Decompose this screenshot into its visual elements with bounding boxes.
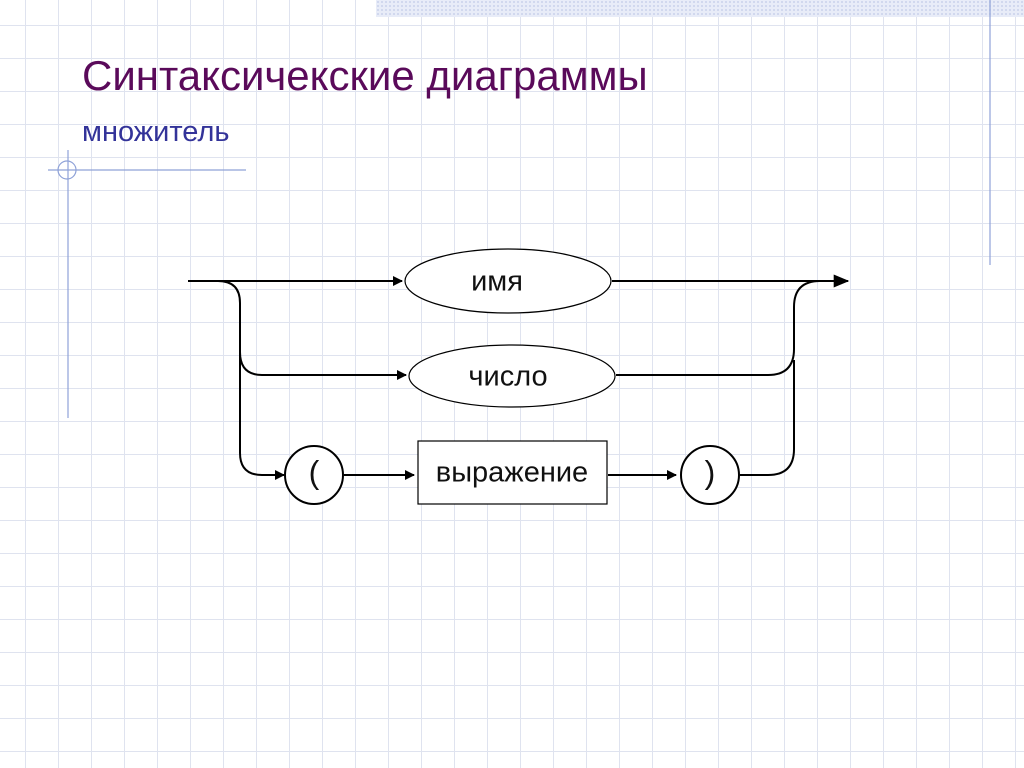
edge-paren-to-end: [740, 360, 795, 476]
node-close-paren: ): [680, 445, 740, 505]
node-open-paren: (: [284, 445, 344, 505]
edge-number-to-end: [616, 280, 821, 376]
node-number-label: число: [468, 361, 547, 393]
node-number: число: [408, 344, 616, 408]
slide-title: Синтаксичекские диаграммы: [82, 52, 648, 99]
node-close-paren-label: ): [705, 454, 716, 490]
top-decorative-band: [376, 0, 1024, 17]
node-name: имя: [404, 248, 612, 314]
node-open-paren-label: (: [309, 454, 320, 490]
diagram-connectors: [188, 274, 850, 480]
node-expression: выражение: [417, 440, 608, 505]
decorative-rules: [48, 0, 991, 418]
node-name-label: имя: [471, 266, 523, 298]
slide-subtitle: множитель: [82, 116, 230, 148]
edge-start-branch: [217, 280, 285, 480]
node-expression-label: выражение: [436, 457, 588, 489]
edge-start-to-number: [239, 351, 407, 380]
